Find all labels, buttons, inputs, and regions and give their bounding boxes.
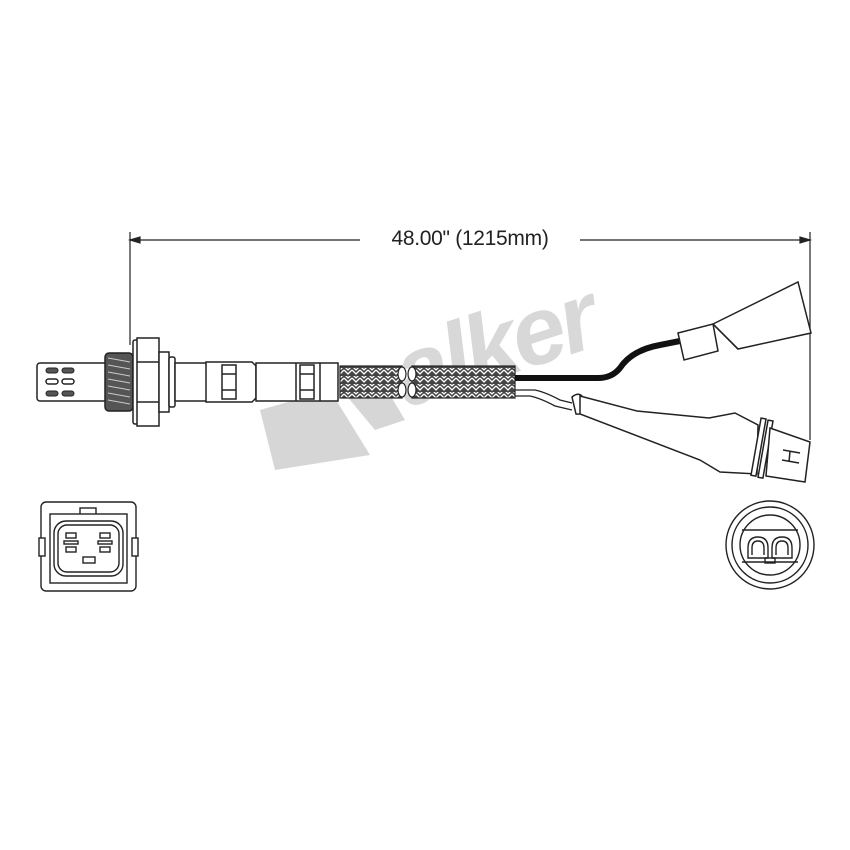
length-dimension-label: 48.00" (1215mm): [360, 225, 580, 253]
braided-harness: [339, 365, 516, 399]
top-connector: [677, 280, 812, 361]
round-connector-end-view: [725, 500, 815, 590]
rect-connector-end-view: [38, 501, 139, 592]
white-heater-wire: [515, 389, 573, 404]
threaded-mount: [104, 352, 134, 412]
bottom-connector: [571, 393, 811, 483]
sensor-probe: [36, 362, 108, 402]
hex-nut: [132, 337, 176, 427]
sensor-body: [174, 361, 339, 403]
white-heater-wire-edge: [515, 395, 573, 411]
black-signal-wire: [515, 338, 681, 381]
